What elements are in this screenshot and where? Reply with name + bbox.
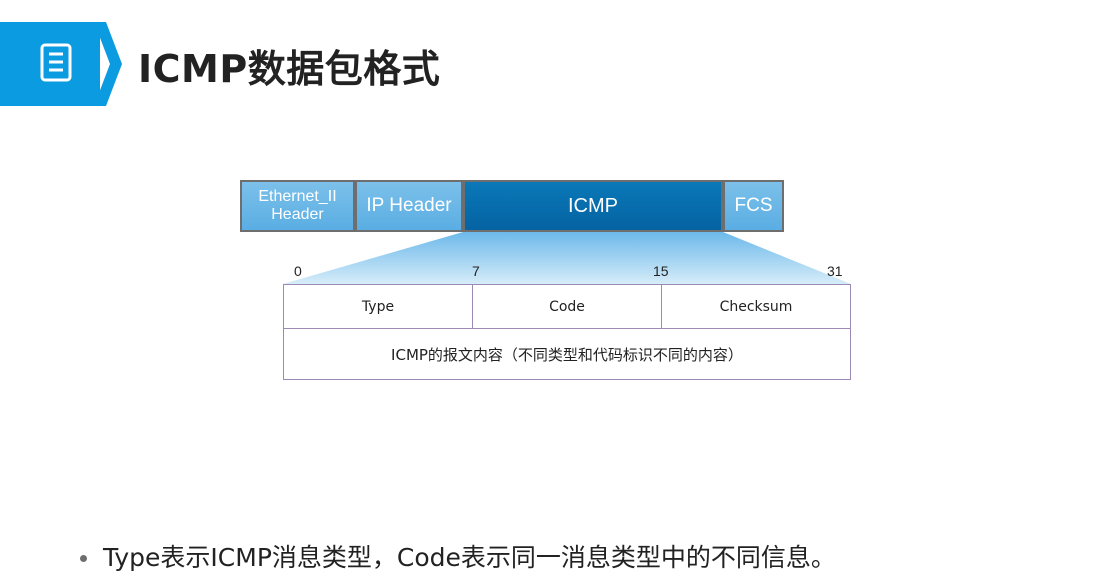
checksum-field: Checksum: [661, 285, 850, 328]
bullet-text: Type表示ICMP消息类型，Code表示同一消息类型中的不同信息。: [103, 543, 836, 572]
bit-offset-15: 15: [653, 263, 669, 279]
icmp-segment: ICMP: [463, 180, 723, 232]
content-field: ICMP的报文内容（不同类型和代码标识不同的内容）: [391, 346, 743, 364]
ethernet-label-line1: Ethernet_II: [258, 187, 337, 205]
code-field: Code: [472, 285, 661, 328]
icmp-packet-table: Type Code Checksum ICMP的报文内容（不同类型和代码标识不同…: [283, 284, 851, 380]
bit-offset-0: 0: [294, 263, 302, 279]
header-fields-row: Type Code Checksum: [284, 285, 850, 329]
ip-header-segment: IP Header: [355, 180, 463, 232]
bit-offset-7: 7: [472, 263, 480, 279]
document-list-icon: [40, 43, 72, 82]
title-banner: [0, 22, 124, 106]
page-title: ICMP数据包格式: [138, 47, 441, 91]
bullet-point: Type表示ICMP消息类型，Code表示同一消息类型中的不同信息。: [80, 538, 836, 574]
bit-offset-31: 31: [827, 263, 843, 279]
fcs-label: FCS: [734, 195, 773, 217]
type-field: Type: [361, 298, 395, 315]
ethernet-header-segment: Ethernet_II Header: [240, 180, 355, 232]
ip-header-label: IP Header: [366, 195, 452, 217]
icmp-label: ICMP: [568, 194, 618, 217]
fcs-segment: FCS: [723, 180, 784, 232]
bullet-dot-icon: [80, 554, 87, 562]
ethernet-label-line2: Header: [271, 206, 324, 223]
